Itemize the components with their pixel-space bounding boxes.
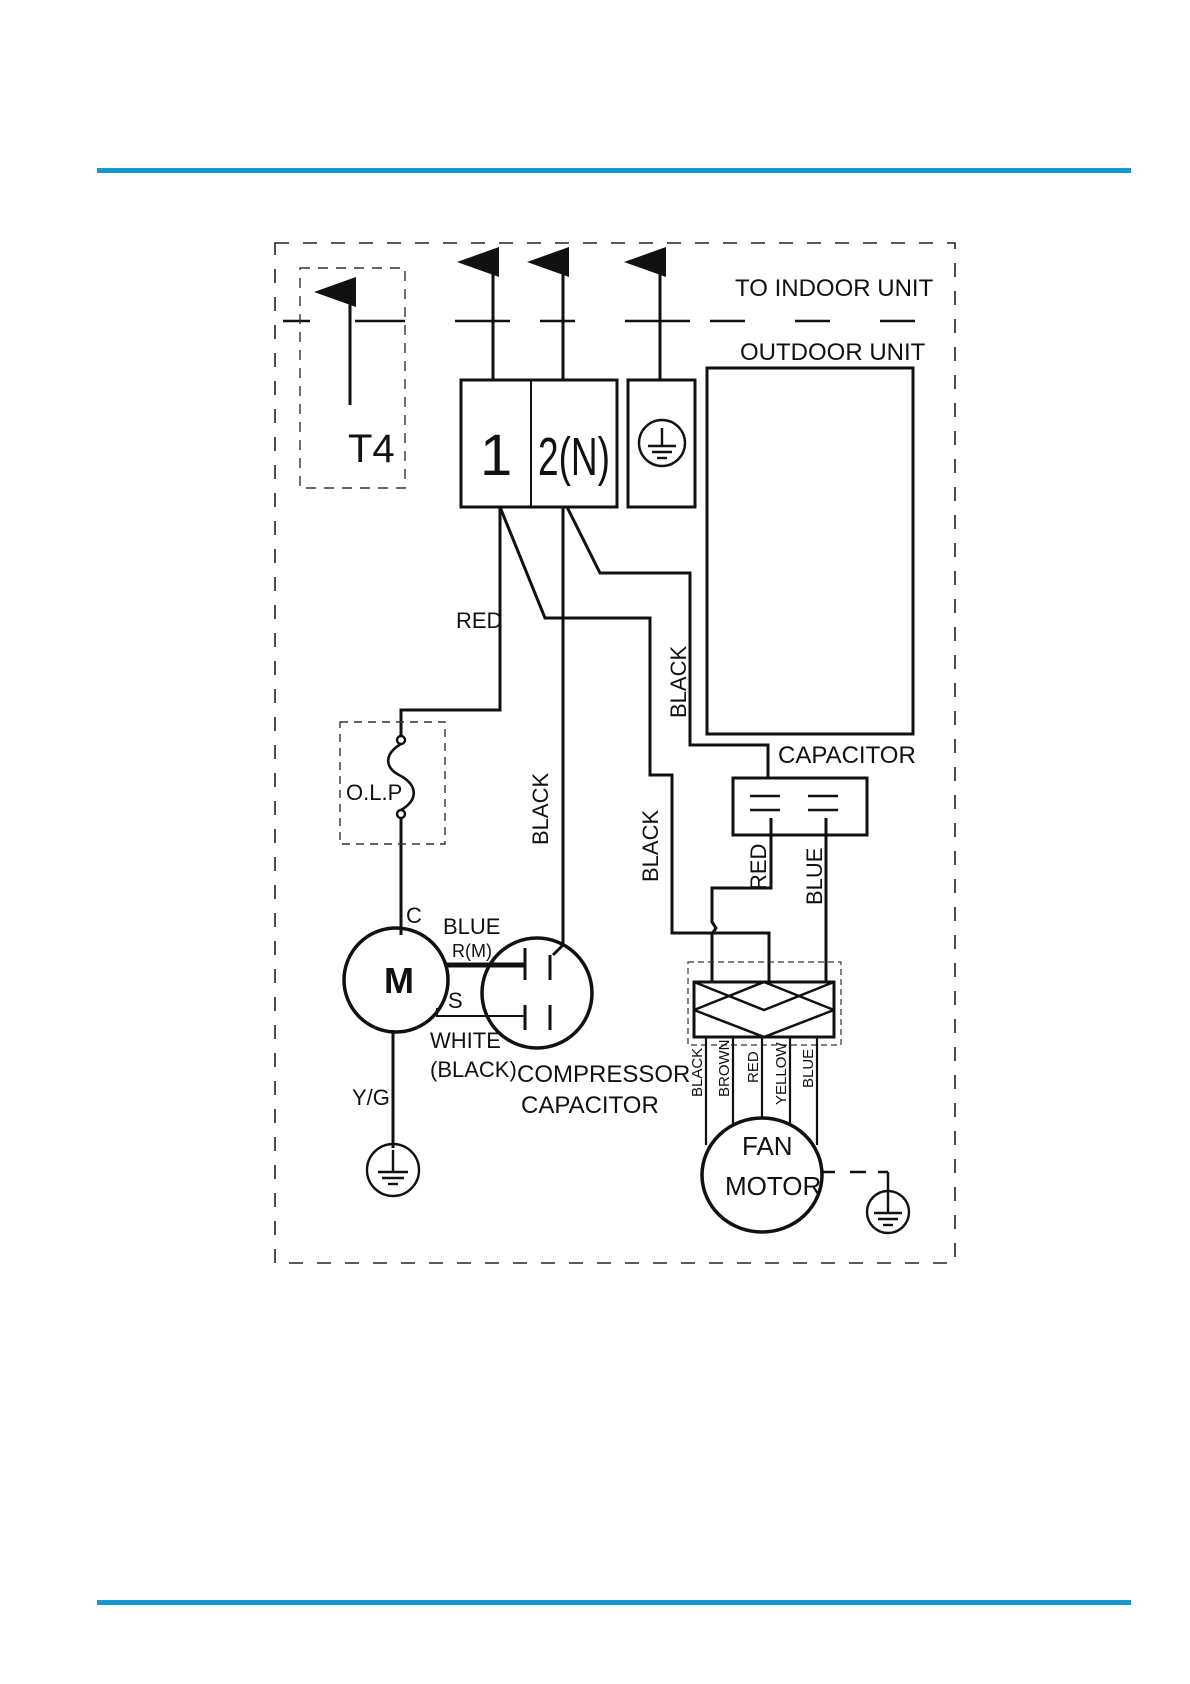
olp-label: O.L.P — [346, 780, 402, 805]
wire-label-red: RED — [456, 608, 502, 633]
capacitor-blue-label: BLUE — [802, 848, 827, 905]
fan-lead-yellow: YELLOW — [773, 1042, 790, 1105]
rm-label: R(M) — [452, 941, 492, 961]
ground-icon — [639, 420, 685, 466]
fan-lead-red: RED — [745, 1051, 762, 1083]
c-terminal-label: C — [406, 903, 422, 928]
fan-lead-black: BLACK — [689, 1048, 706, 1097]
ground-icon — [367, 1144, 419, 1196]
capacitor-label: CAPACITOR — [778, 742, 916, 769]
outdoor-unit-label: OUTDOOR UNIT — [740, 339, 926, 366]
motor-m-label: M — [384, 960, 414, 1001]
fan-label: FAN — [742, 1131, 793, 1161]
terminal-1-label: 1 — [480, 423, 512, 488]
outdoor-unit-box — [707, 368, 913, 734]
fan-lead-blue: BLUE — [800, 1049, 817, 1088]
black-paren-label: (BLACK) — [430, 1057, 517, 1082]
capacitor-red-label: RED — [746, 844, 771, 890]
ground-icon — [867, 1190, 909, 1233]
compressor-capacitor-symbol — [482, 938, 592, 1048]
s-label: S — [448, 988, 463, 1013]
capacitor-symbol — [733, 778, 867, 835]
yg-label: Y/G — [352, 1085, 390, 1110]
compressor-label: COMPRESSOR — [517, 1061, 690, 1088]
to-indoor-unit-label: TO INDOOR UNIT — [735, 275, 934, 302]
wire-label-black-upper: BLACK — [666, 646, 691, 718]
terminal-2n-label: 2(N) — [538, 427, 610, 487]
compressor-capacitor-label: CAPACITOR — [521, 1092, 659, 1119]
t4-label: T4 — [348, 427, 395, 471]
wire-label-black-lower: BLACK — [638, 810, 663, 882]
fan-lead-brown: BROWN — [716, 1040, 733, 1098]
white-label: WHITE — [430, 1028, 501, 1053]
blue-label: BLUE — [443, 914, 500, 939]
motor-label: MOTOR — [725, 1171, 821, 1201]
wire-label-black-mid: BLACK — [528, 773, 553, 845]
